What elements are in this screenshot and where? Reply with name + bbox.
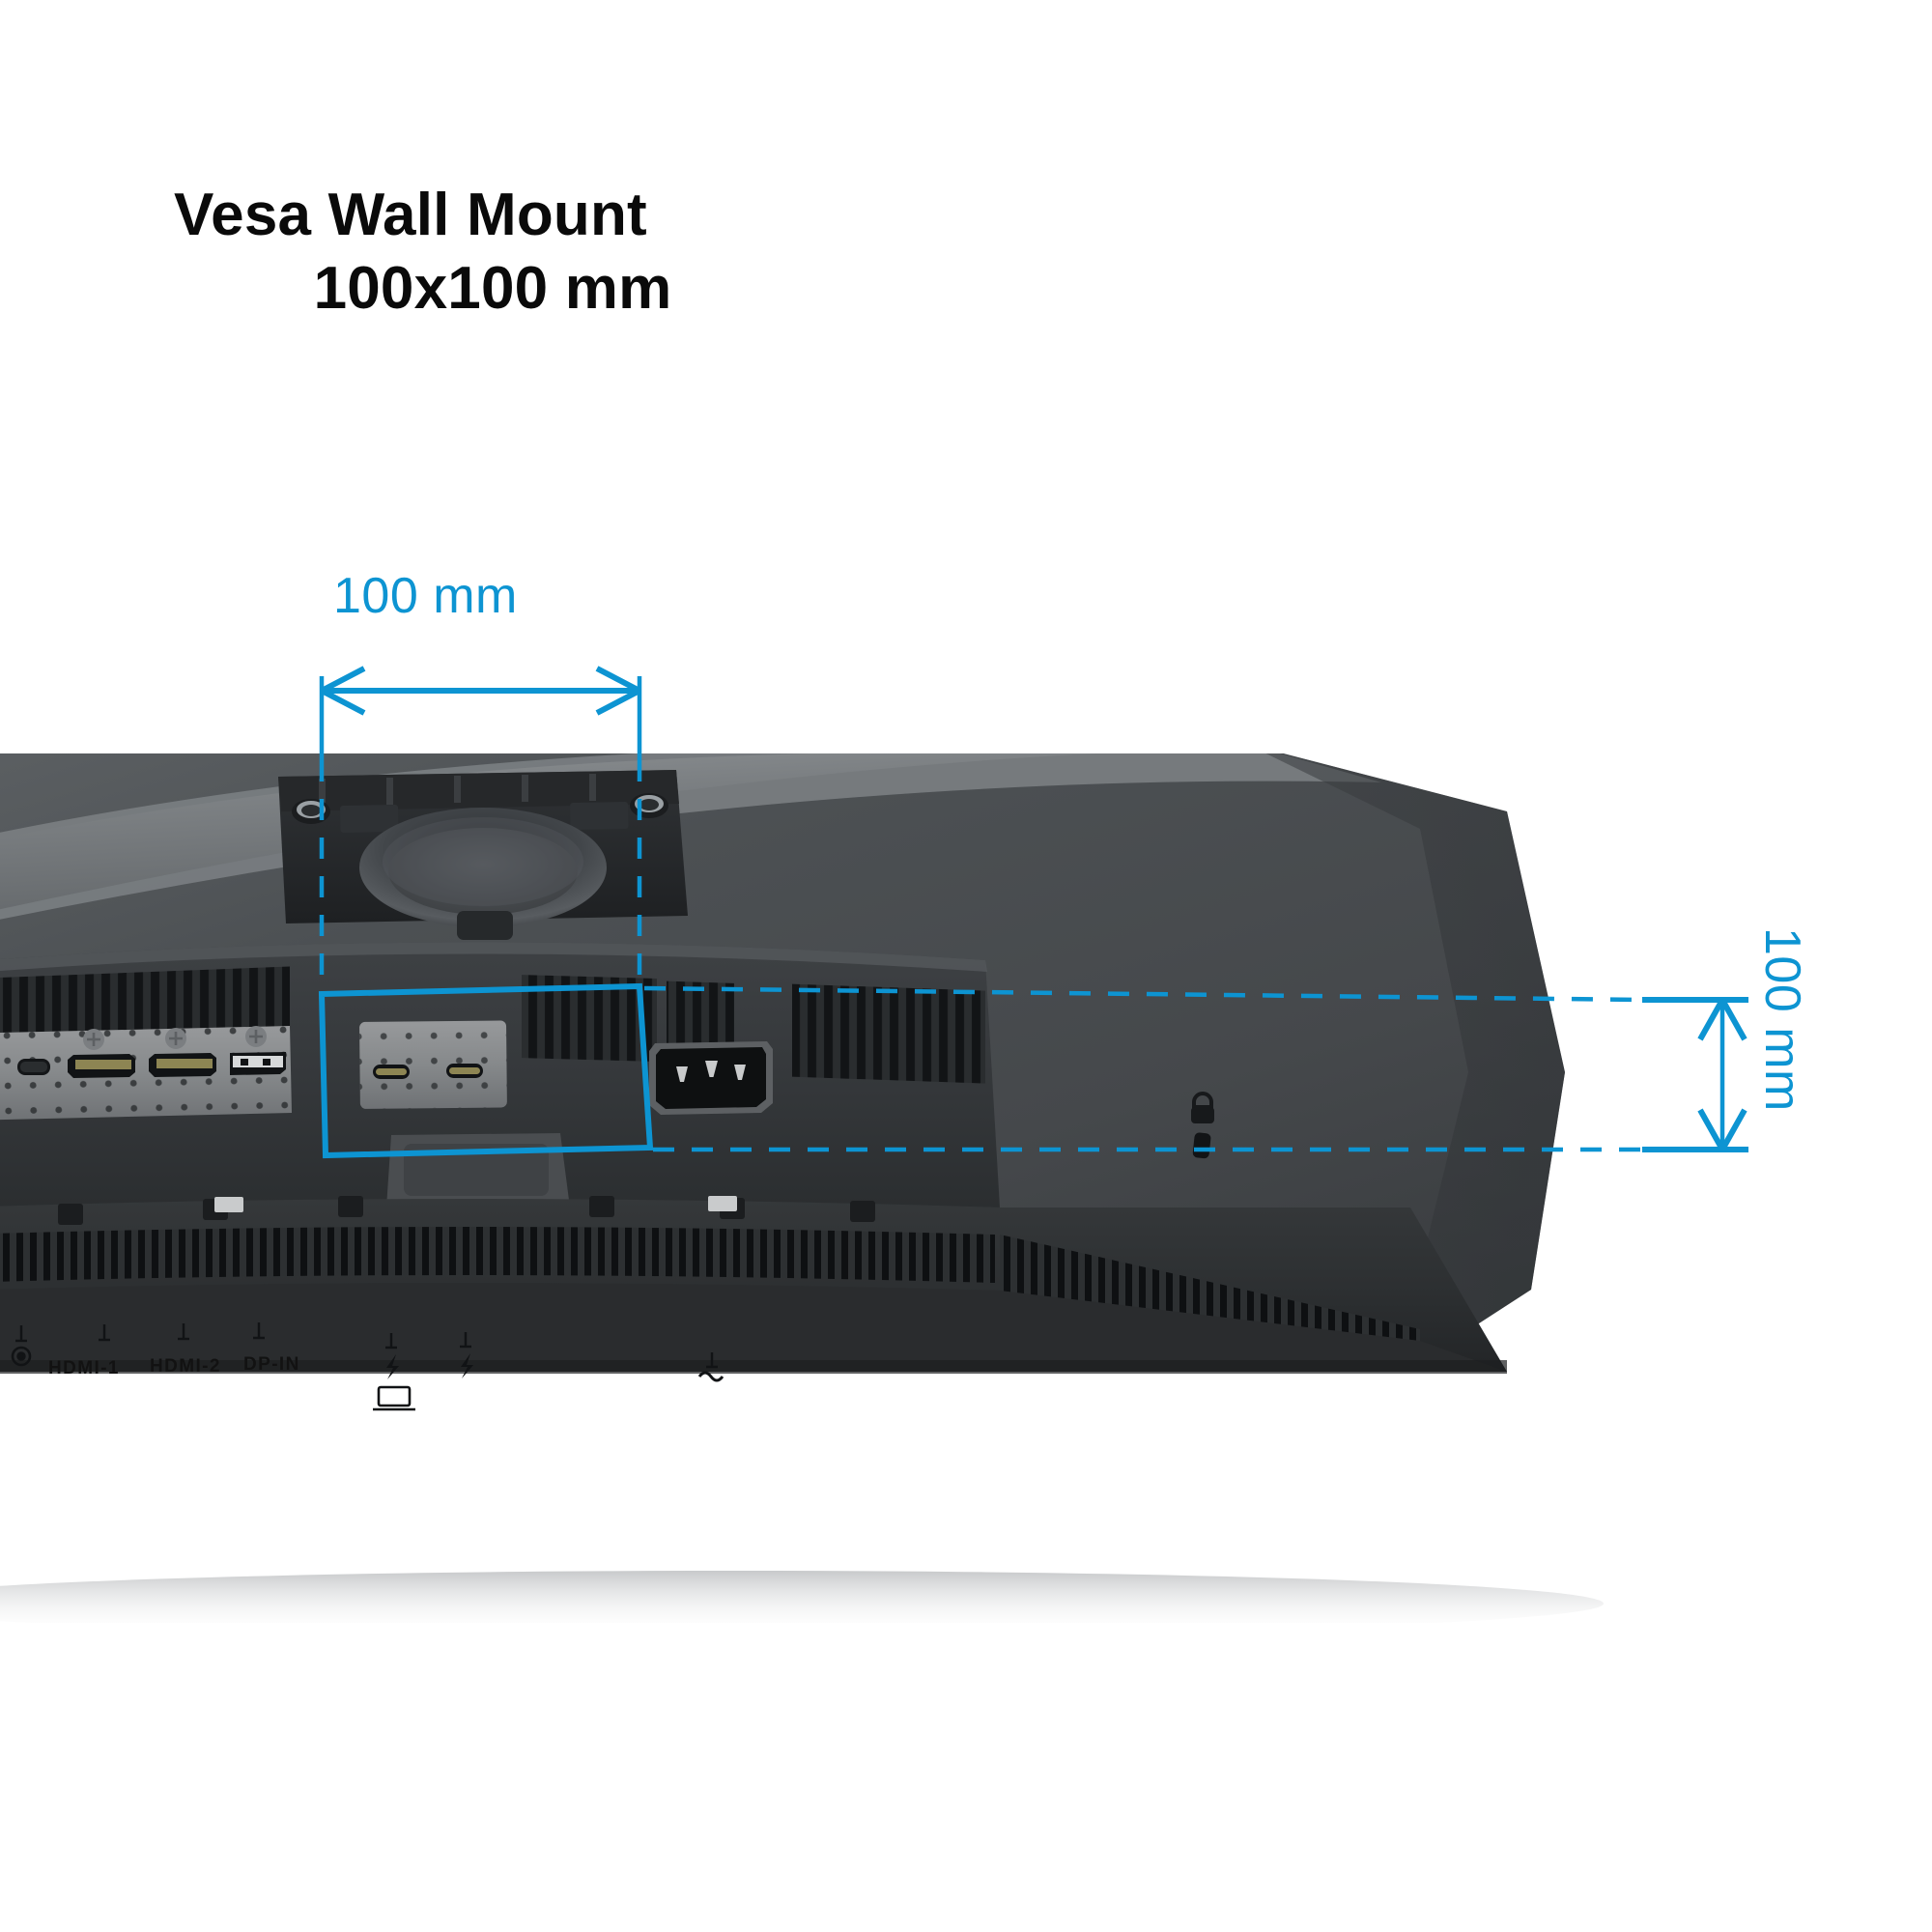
kensington-lock-slot (1191, 1092, 1214, 1159)
width-dimension-label: 100 mm (333, 568, 518, 624)
ac-power-inlet (649, 1041, 773, 1115)
bottom-bezel (0, 1196, 1507, 1374)
hdmi-2-port (149, 1053, 216, 1077)
title-line-secondary: 100x100 mm (313, 254, 672, 322)
io-plate-left (0, 1022, 297, 1121)
page-title: Vesa Wall Mount 100x100 mm (174, 179, 869, 325)
height-dimension-label: 100 mm (1754, 927, 1810, 1112)
monitor-rear-view: BenQ BenQ (0, 753, 1604, 1623)
stand-neck-cover (386, 1133, 570, 1208)
displayport-in-port (230, 1052, 286, 1075)
stand-release-tab (457, 911, 513, 940)
port-label-hdmi-1: HDMI-1 (48, 1358, 120, 1378)
thunderbolt-port-1 (373, 1065, 410, 1079)
vesa-screw-hole-right (630, 793, 668, 818)
vesa-screw-hole-left (292, 799, 330, 824)
port-label-dp-in: DP-IN (243, 1354, 300, 1375)
vesa-mount-plate (278, 770, 688, 940)
title-line-primary: Vesa Wall Mount (174, 182, 647, 248)
product-illustration: BenQ BenQ (0, 753, 1932, 1623)
headphone-jack (17, 1059, 50, 1075)
port-label-hdmi-2: HDMI-2 (150, 1356, 221, 1377)
hdmi-1-port (68, 1054, 135, 1078)
thunderbolt-port-2 (446, 1064, 483, 1078)
io-plate-usbc (359, 1020, 507, 1109)
stand-hub-recess (359, 808, 607, 927)
